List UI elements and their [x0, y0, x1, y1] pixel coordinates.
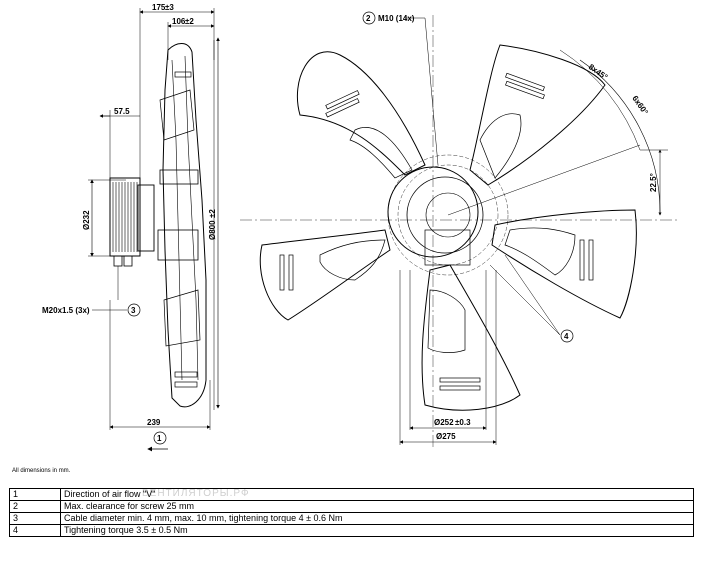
- legend-text: Cable diameter min. 4 mm, max. 10 mm, ti…: [60, 512, 694, 525]
- dim-motor-depth: 57.5: [114, 107, 130, 116]
- angle-22-5: 22.5°: [649, 173, 658, 192]
- legend-num: 2: [9, 500, 61, 513]
- dim-overall-width: 175: [152, 3, 166, 12]
- dim-overall-width-tol: ±3: [165, 3, 174, 12]
- screw-label: M10 (14x): [378, 14, 415, 23]
- callout-1: 1: [157, 434, 162, 443]
- legend-text: Tightening torque 3.5 ± 0.5 Nm: [60, 524, 694, 537]
- callout-3-circle: [127, 303, 141, 317]
- side-view: [88, 8, 220, 430]
- dim-252-tol: ±0.3: [455, 418, 471, 427]
- thread-label: M20x1.5 (3x): [42, 306, 90, 315]
- dim-275: Ø275: [436, 432, 456, 441]
- callout-2-circle: [362, 11, 376, 25]
- legend-num: 4: [9, 524, 61, 537]
- legend-text: Direction of air flow "V": [60, 488, 694, 501]
- callout-4: 4: [564, 332, 569, 341]
- angle-6x60: 6x60°: [630, 94, 649, 116]
- callout-4-circle: [560, 329, 574, 343]
- legend-num: 3: [9, 512, 61, 525]
- callout-1-circle: [153, 431, 167, 445]
- dim-bottom: 239: [147, 418, 161, 427]
- technical-drawing: 175 ±3 106 ±2 57.5 Ø232 Ø800 ±2 239 M20x…: [42, 3, 680, 452]
- dim-252: Ø252: [434, 418, 454, 427]
- dim-front-width: 106: [172, 17, 186, 26]
- dim-motor-dia: Ø232: [82, 210, 91, 230]
- legend-num: 1: [9, 488, 61, 501]
- dim-fan-dia-tol: ±2: [208, 209, 217, 218]
- angle-8x45: 8x45°: [587, 62, 609, 81]
- callout-3: 3: [131, 306, 136, 315]
- dim-fan-dia: Ø800: [208, 220, 217, 240]
- units-note: All dimensions in mm.: [12, 468, 71, 474]
- legend-text: Max. clearance for screw 25 mm: [60, 500, 694, 513]
- callout-2: 2: [366, 14, 371, 23]
- front-view: [240, 15, 680, 450]
- dim-front-width-tol: ±2: [185, 17, 194, 26]
